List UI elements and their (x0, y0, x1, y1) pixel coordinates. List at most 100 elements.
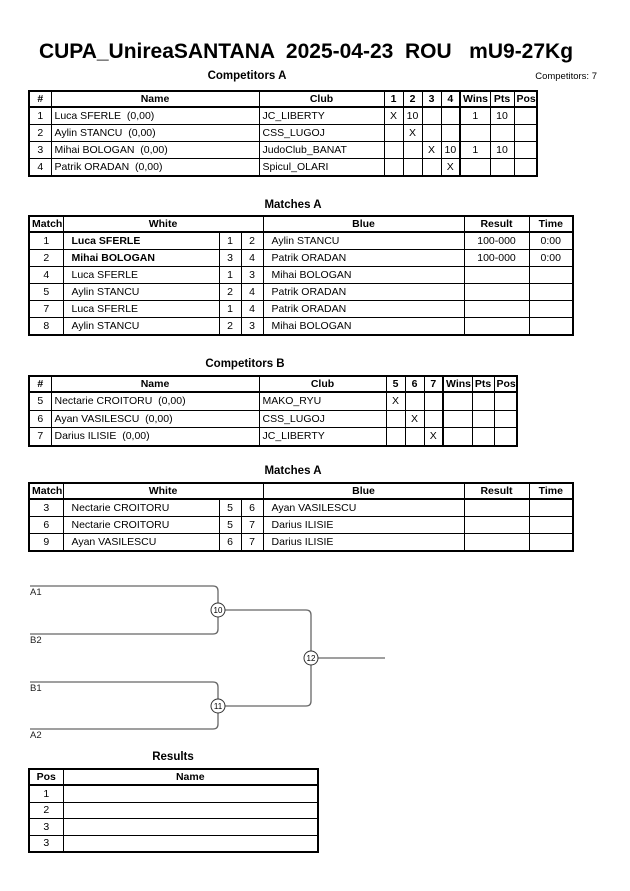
blue-name-cell: Patrik ORADAN (262, 249, 465, 267)
white-number-cell: 1 (218, 231, 242, 250)
result-name-cell (62, 834, 319, 853)
matches-b-table: Match White Blue Result Time 3 Nectarie … (28, 482, 575, 552)
match-node-circle (303, 650, 319, 666)
blue-name-cell: Patrik ORADAN (262, 283, 465, 301)
white-number-cell: 2 (218, 283, 242, 301)
time-cell (528, 317, 574, 336)
blue-name-cell: Ayan VASILESCU (262, 498, 465, 517)
table-row: 3 (28, 818, 319, 836)
result-name-cell (62, 784, 319, 803)
score-cell (440, 124, 461, 142)
score-cell: X (402, 124, 423, 142)
col-header-1: 1 (383, 90, 404, 108)
page-title: CUPA_UnireaSANTANA 2025-04-23 ROU mU9-27… (38, 40, 574, 63)
result-cell (463, 300, 530, 318)
table-row: 2 Mihai BOLOGAN 3 4 Patrik ORADAN 100-00… (28, 249, 574, 267)
score-cell (383, 158, 404, 177)
col-header-blue: Blue (262, 215, 465, 233)
blue-number-cell: 4 (240, 249, 264, 267)
white-name-cell: Luca SFERLE (62, 300, 220, 318)
competitor-number-cell: 5 (28, 391, 52, 411)
competitor-name-cell: Patrik ORADAN (0,00) (50, 158, 260, 177)
wins-cell: 1 (459, 106, 491, 125)
table-row: 7 Luca SFERLE 1 4 Patrik ORADAN (28, 300, 574, 318)
pos-cell (493, 391, 518, 411)
score-cell: X (383, 106, 404, 125)
score-cell (440, 106, 461, 125)
match-number-cell: 7 (28, 300, 64, 318)
header-row: # Name Club 1 2 3 4 Wins Pts Pos (28, 90, 538, 108)
table-row: 5 Aylin STANCU 2 4 Patrik ORADAN (28, 283, 574, 301)
white-name-cell: Nectarie CROITORU (62, 516, 220, 534)
pos-cell (493, 409, 518, 428)
match-node-circle (210, 602, 226, 618)
score-cell (404, 391, 425, 411)
table-row: 4 Luca SFERLE 1 3 Mihai BOLOGAN (28, 266, 574, 284)
time-cell (528, 283, 574, 301)
score-cell: X (385, 391, 406, 411)
competitor-number-cell: 4 (28, 158, 52, 177)
blue-name-cell: Patrik ORADAN (262, 300, 465, 318)
col-header-pts: Pts (489, 90, 515, 108)
pts-cell: 10 (489, 141, 515, 159)
club-cell: JC_LIBERTY (258, 427, 387, 446)
col-header-7: 7 (423, 375, 444, 393)
col-header-5: 5 (385, 375, 406, 393)
section-title-competitors-b: Competitors B (205, 358, 285, 370)
results-table: Pos Name 1 2 3 3 (28, 768, 319, 853)
table-row: 3 (28, 834, 319, 853)
score-cell: X (423, 427, 444, 446)
wins-cell (459, 158, 491, 177)
time-cell: 0:00 (528, 231, 574, 250)
result-cell (463, 516, 530, 534)
section-title-results: Results (152, 751, 194, 763)
match-number-cell: 3 (28, 498, 64, 517)
header-row: Match White Blue Result Time (28, 215, 574, 233)
col-header-white: White (62, 215, 264, 233)
match-node-number: 11 (214, 702, 223, 711)
time-cell (528, 498, 574, 517)
col-header-pts: Pts (471, 375, 495, 393)
club-cell: JudoClub_BANAT (258, 141, 385, 159)
table-row: 6 Nectarie CROITORU 5 7 Darius ILISIE (28, 516, 574, 534)
pos-cell (513, 106, 538, 125)
col-header-pos: Pos (28, 768, 64, 786)
section-title-matches-b: Matches A (264, 465, 322, 477)
pts-cell (471, 391, 495, 411)
result-cell (463, 283, 530, 301)
blue-name-cell: Mihai BOLOGAN (262, 266, 465, 284)
blue-number-cell: 7 (240, 516, 264, 534)
time-cell (528, 300, 574, 318)
table-row: 8 Aylin STANCU 2 3 Mihai BOLOGAN (28, 317, 574, 336)
score-cell: 10 (440, 141, 461, 159)
match-number-cell: 6 (28, 516, 64, 534)
bracket-slot-label-a1: A1 (30, 587, 42, 598)
score-cell: X (421, 141, 442, 159)
col-header-result: Result (463, 215, 530, 233)
competitor-name-cell: Darius ILISIE (0,00) (50, 427, 260, 446)
score-cell (383, 141, 404, 159)
match-node-number: 12 (307, 654, 316, 663)
table-row: 1 (28, 784, 319, 803)
competitor-name-cell: Aylin STANCU (0,00) (50, 124, 260, 142)
col-header-2: 2 (402, 90, 423, 108)
pos-cell (513, 141, 538, 159)
col-header-club: Club (258, 90, 385, 108)
white-name-cell: Aylin STANCU (62, 317, 220, 336)
competitors-b-table: # Name Club 5 6 7 Wins Pts Pos 5 Nectari… (28, 375, 518, 447)
header-row: # Name Club 5 6 7 Wins Pts Pos (28, 375, 518, 393)
match-node-number: 10 (214, 606, 223, 615)
competitors-a-table: # Name Club 1 2 3 4 Wins Pts Pos 1 Luca … (28, 90, 538, 177)
table-row: 2 (28, 801, 319, 819)
pts-cell (489, 124, 515, 142)
white-name-cell: Mihai BOLOGAN (62, 249, 220, 267)
table-row: 2 Aylin STANCU (0,00) CSS_LUGOJ X (28, 124, 538, 142)
col-header-pos: Pos (493, 375, 518, 393)
table-row: 9 Ayan VASILESCU 6 7 Darius ILISIE (28, 533, 574, 552)
pos-cell (493, 427, 518, 446)
table-row: 6 Ayan VASILESCU (0,00) CSS_LUGOJ X (28, 409, 518, 428)
blue-name-cell: Mihai BOLOGAN (262, 317, 465, 336)
table-row: 5 Nectarie CROITORU (0,00) MAKO_RYU X (28, 391, 518, 411)
competitor-number-cell: 3 (28, 141, 52, 159)
